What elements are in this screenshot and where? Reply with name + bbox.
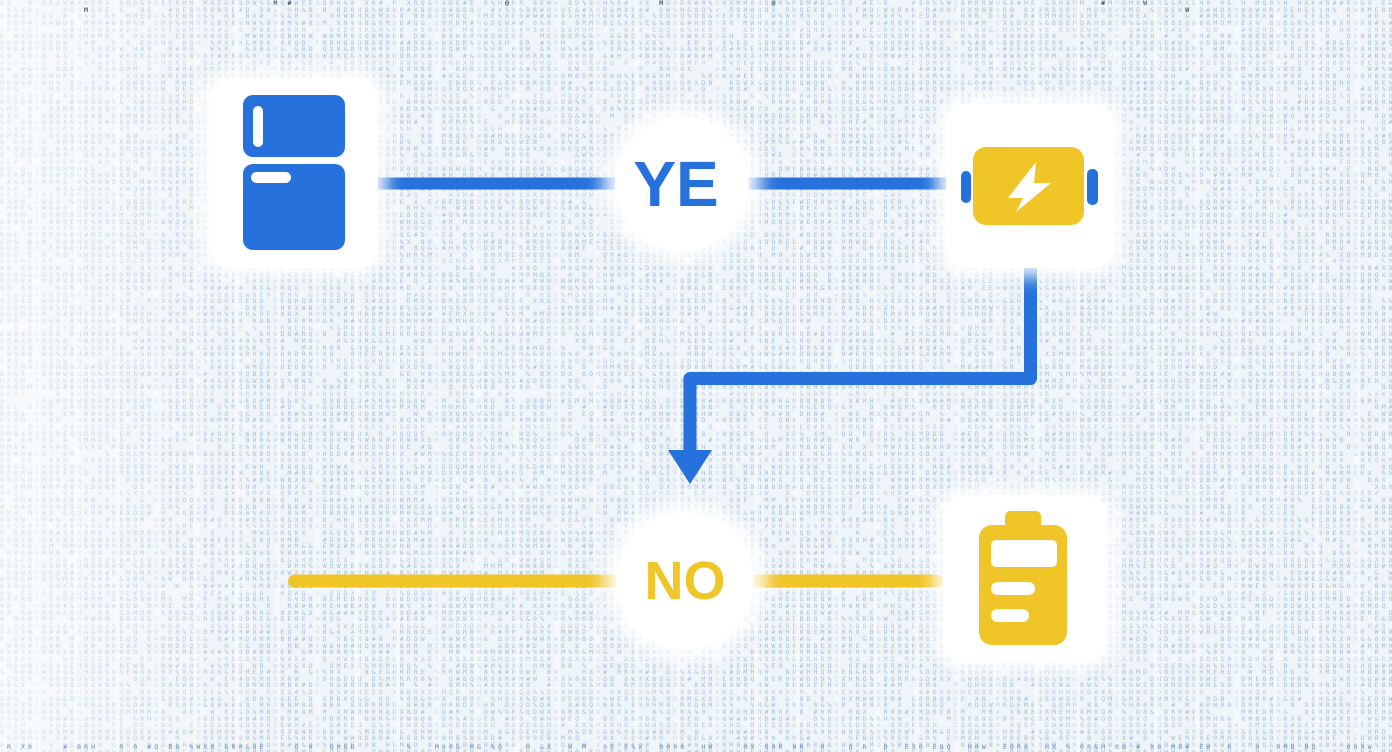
battery-charging-icon (961, 147, 1098, 225)
battery-level-bar-1 (991, 582, 1035, 595)
yes-node: YE (615, 117, 749, 251)
battery-card (943, 496, 1107, 662)
fridge-bottom-handle (251, 172, 291, 183)
refrigerator-icon (243, 95, 345, 250)
battery-level-bar-2 (991, 609, 1029, 622)
arrow-down-head-icon (668, 450, 712, 484)
charger-left-terminal (961, 171, 971, 203)
battery-level-icon (979, 511, 1067, 645)
no-node-label: NO (644, 551, 726, 611)
decision-elbow-line (683, 263, 1037, 454)
fridge-card (210, 78, 378, 268)
fridge-top-handle (253, 106, 263, 147)
yes-node-label: YE (633, 148, 719, 220)
no-node: NO (616, 512, 754, 650)
charger-card (946, 104, 1114, 268)
charger-right-terminal (1087, 169, 1098, 205)
battery-empty-window (991, 540, 1057, 567)
